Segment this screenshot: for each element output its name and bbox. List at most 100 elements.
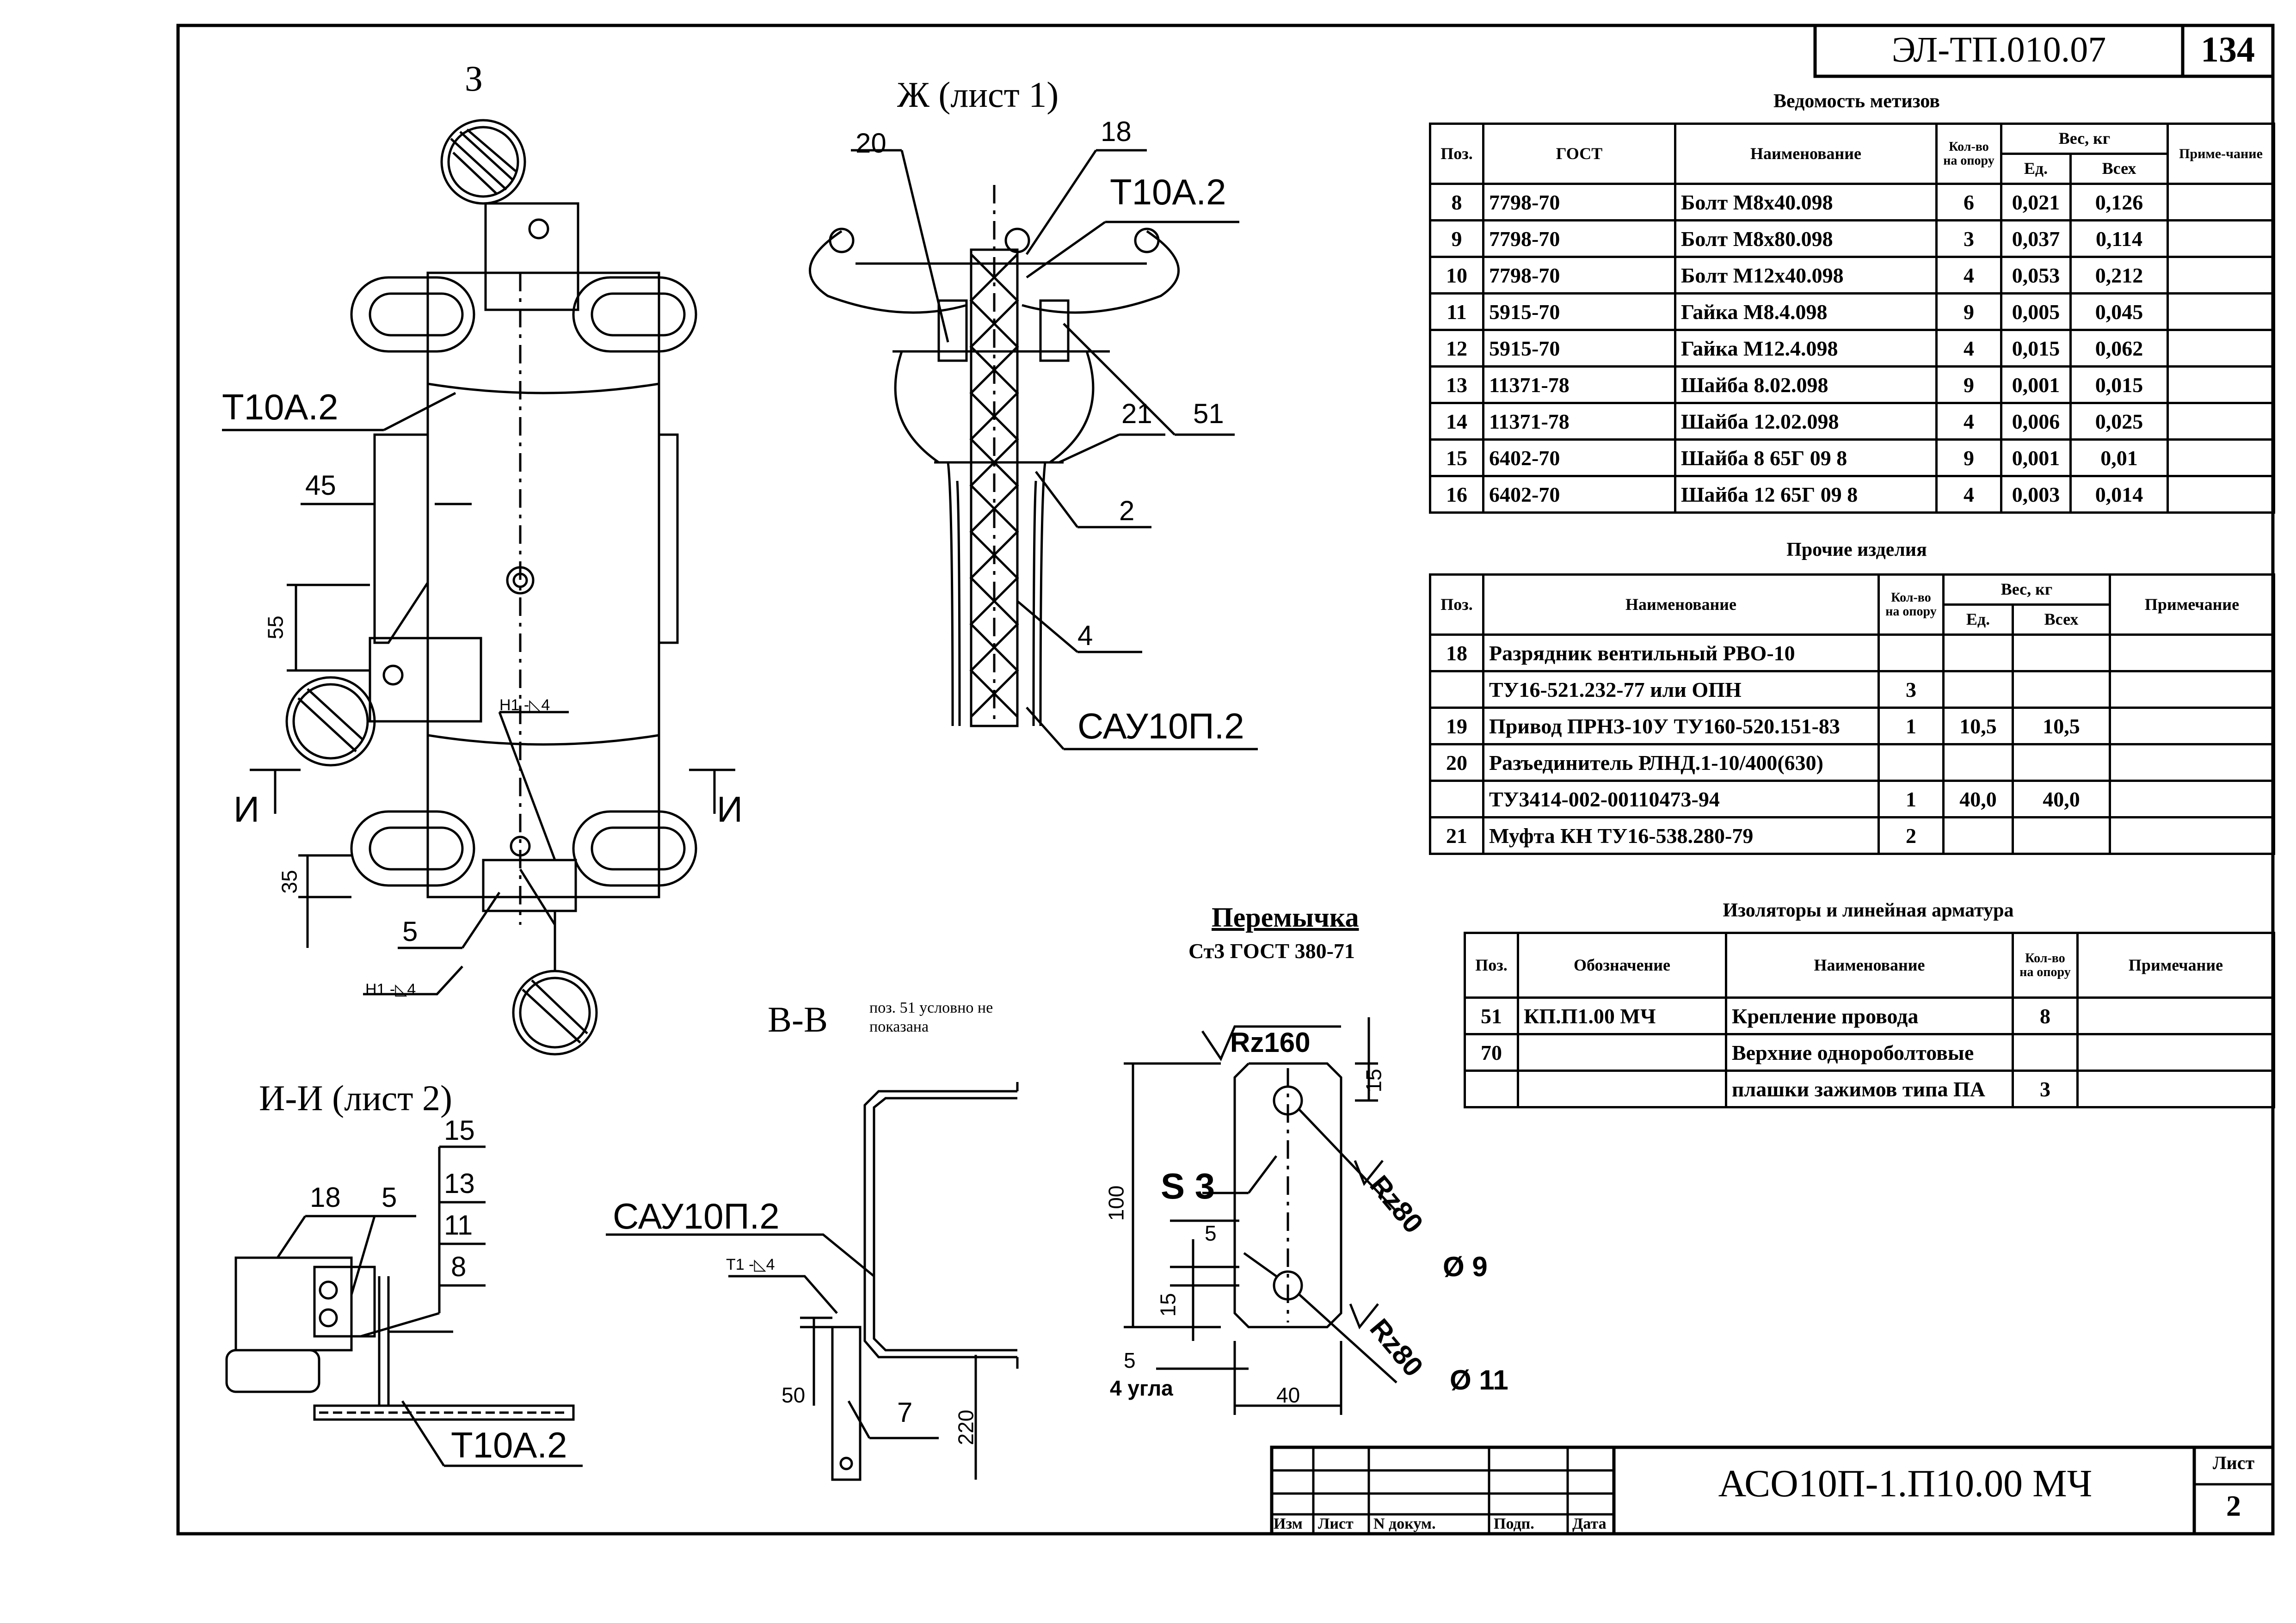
fasteners-cell-pos: 8 [1429, 183, 1484, 221]
insulators-cell-pos: 51 [1464, 996, 1519, 1035]
jumper-s3: S 3 [1161, 1166, 1215, 1206]
vv-dim-220: 220 [954, 1409, 978, 1445]
pos-20: 20 [856, 128, 886, 159]
doc-code: ЭЛ-ТП.010.07 [1891, 29, 2106, 69]
insulators-table: Поз. Обозначение Наименование Кол-во на … [1464, 932, 2275, 1108]
other-cell-unit: 40,0 [1942, 780, 2014, 818]
fasteners-cell-empty [2167, 219, 2275, 258]
fasteners-cell-unit: 0,003 [2000, 475, 2072, 514]
fasteners-cell-pos: 14 [1429, 402, 1484, 441]
fasteners-head-total: Всех [2069, 153, 2169, 185]
jumper-dim-100: 100 [1104, 1185, 1128, 1221]
other-cell-qty: 3 [1877, 670, 1945, 709]
fasteners-head-name: Наименование [1674, 123, 1938, 185]
fasteners-cell-qty: 9 [1935, 365, 2002, 404]
insulators-head-note: Примечание [2076, 932, 2275, 999]
view-z-graphic [222, 119, 735, 1056]
weld-t1: Т1 -◺4 [726, 1256, 775, 1273]
ii-pos-5: 5 [382, 1182, 397, 1213]
title-block-sheet-label: Лист [2212, 1452, 2255, 1473]
other-cell-unit [1942, 816, 2014, 855]
other-cell-total: 10,5 [2012, 707, 2111, 745]
insulators-cell-qty [2012, 1033, 2079, 1072]
insulators-cell-name: плашки зажимов типа ПА [1725, 1070, 2014, 1108]
insulators-cell-empty [2076, 1070, 2275, 1108]
view-vv-note: поз. 51 условно не показана [869, 999, 993, 1035]
fasteners-cell-qty: 6 [1935, 183, 2002, 221]
other-cell-name: Разъединитель РЛНД.1-10/400(630) [1482, 743, 1880, 782]
tb-col-izm: Изм [1274, 1515, 1303, 1532]
jumper-dim-5-b: 5 [1124, 1348, 1136, 1372]
fasteners-head-note: Приме-чание [2167, 123, 2275, 185]
fasteners-cell-gost: 7798-70 [1482, 183, 1676, 221]
other-cell-pos: 18 [1429, 633, 1484, 672]
fasteners-cell-gost: 6402-70 [1482, 475, 1676, 514]
view-zh-title: Ж (лист 1) [897, 74, 1059, 115]
other-cell-qty: 1 [1877, 707, 1945, 745]
view-ii-title: И-И (лист 2) [259, 1078, 452, 1118]
insulators-cell-empty [2076, 996, 2275, 1035]
fasteners-cell-name: Шайба 8 65Г 09 8 [1674, 438, 1938, 477]
tb-col-date: Дата [1572, 1515, 1607, 1532]
insulators-row: 70 Верхние однороболтовые [1464, 1033, 2275, 1072]
fasteners-cell-gost: 11371-78 [1482, 365, 1676, 404]
fasteners-cell-empty [2167, 329, 2275, 368]
other-cell-unit: 10,5 [1942, 707, 2014, 745]
fasteners-cell-total: 0,015 [2069, 365, 2169, 404]
other-head-weight: Вес, кг [1942, 573, 2111, 606]
fasteners-cell-pos: 16 [1429, 475, 1484, 514]
other-head-name: Наименование [1482, 573, 1880, 636]
other-cell-name: Разрядник вентильный РВО-10 [1482, 633, 1880, 672]
fasteners-cell-name: Болт М8х80.098 [1674, 219, 1938, 258]
pos-4: 4 [1077, 620, 1093, 651]
other-head-total: Всех [2012, 603, 2111, 636]
insulators-cell-name: Верхние однороболтовые [1725, 1033, 2014, 1072]
insulators-title: Изоляторы и линейная арматура [1723, 900, 2014, 921]
insulators-cell-pos: 70 [1464, 1033, 1519, 1072]
fasteners-cell-qty: 4 [1935, 256, 2002, 295]
fasteners-cell-total: 0,114 [2069, 219, 2169, 258]
fasteners-cell-gost: 7798-70 [1482, 219, 1676, 258]
weld-n1-lower: Н1 -◺4 [365, 981, 416, 998]
insulators-head-qty: Кол-во на опору [2012, 932, 2079, 999]
pos-5-view-z: 5 [402, 916, 418, 947]
fasteners-cell-pos: 13 [1429, 365, 1484, 404]
insulators-cell-name: Крепление провода [1725, 996, 2014, 1035]
other-cell-unit [1942, 670, 2014, 709]
other-cell-qty: 2 [1877, 816, 1945, 855]
other-items-table: Поз. Наименование Кол-во на опору Вес, к… [1429, 573, 2275, 855]
insulators-cell-designation [1517, 1033, 1727, 1072]
fasteners-cell-unit: 0,015 [2000, 329, 2072, 368]
insulators-head-name: Наименование [1725, 932, 2014, 999]
header-box [1813, 24, 2275, 78]
other-cell-pos: 20 [1429, 743, 1484, 782]
fasteners-cell-unit: 0,001 [2000, 365, 2072, 404]
title-block-sheet-number: 2 [2226, 1489, 2241, 1522]
fasteners-cell-pos: 12 [1429, 329, 1484, 368]
ii-pos-15: 15 [444, 1115, 475, 1146]
fasteners-cell-unit: 0,021 [2000, 183, 2072, 221]
fasteners-cell-pos: 9 [1429, 219, 1484, 258]
fasteners-title: Ведомость метизов [1773, 91, 1940, 112]
dim-45: 45 [305, 470, 336, 501]
other-head-note: Примечание [2109, 573, 2275, 636]
other-cell-unit [1942, 633, 2014, 672]
other-cell-pos [1429, 780, 1484, 818]
pos-2: 2 [1119, 495, 1135, 526]
tb-col-sign: Подп. [1494, 1515, 1534, 1532]
label-sau10p2-vv: САУ10П.2 [613, 1196, 780, 1236]
other-cell-name: ТУ16-521.232-77 или ОПН [1482, 670, 1880, 709]
other-cell-total [2012, 633, 2111, 672]
other-title: Прочие изделия [1786, 539, 1927, 560]
view-vv-graphic [606, 1082, 1019, 1481]
fasteners-cell-name: Шайба 8.02.098 [1674, 365, 1938, 404]
fasteners-cell-gost: 5915-70 [1482, 292, 1676, 331]
